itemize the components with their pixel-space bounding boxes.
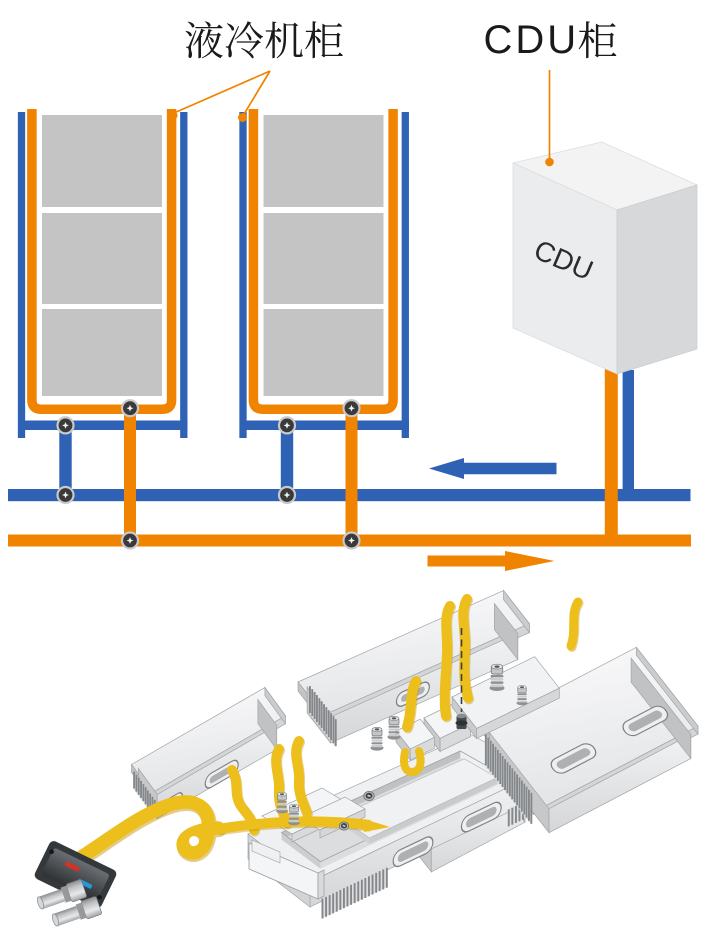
quick-connector: [34, 841, 117, 927]
pipe-valve: [56, 416, 75, 435]
dashed-leader: [455, 628, 468, 729]
pipe-valve: [277, 416, 297, 435]
server-module-right: [483, 646, 699, 834]
hex-screw: [363, 791, 375, 801]
captive-screw: [288, 804, 300, 826]
liquid-cooling-cabinet: [17, 109, 188, 438]
server-module-left: [130, 686, 286, 820]
captive-screw: [276, 792, 288, 814]
mount-platform: [451, 656, 560, 740]
label-cdu-cabinet-cjk-glyphs: [578, 21, 617, 59]
liquid-cooling-cabinet: [239, 109, 409, 438]
captive-screw: [387, 715, 401, 740]
server-shelf: [263, 213, 384, 304]
captive-screw: [489, 663, 505, 691]
cabinet-supply-pipe: [248, 109, 398, 414]
cdu-box: [511, 141, 698, 375]
server-shelf: [42, 309, 162, 396]
server-shelf: [42, 115, 162, 207]
riser-plate: [248, 839, 325, 900]
label-liquid-cooling-cabinet-glyphs: [185, 21, 343, 59]
pipe-valve: [56, 485, 75, 505]
captive-screw: [370, 726, 384, 751]
server-shelf: [42, 213, 162, 304]
leader-lines: [173, 70, 551, 158]
supply-flow-arrow: [427, 551, 555, 571]
pipe-valve: [342, 531, 361, 550]
pipe-valve: [120, 531, 140, 550]
server-shelf: [263, 115, 384, 207]
hex-screw: [338, 821, 350, 831]
pipe-valve: [342, 399, 361, 418]
cabinet-return-pipe: [239, 112, 409, 438]
captive-screw: [516, 685, 528, 706]
cooling-hoses: [63, 594, 584, 874]
hot-mark: [64, 861, 80, 872]
pipe-valve: [277, 485, 297, 505]
label-cdu-cabinet-latin: CDU: [484, 18, 580, 62]
bottom-illustration: [34, 589, 699, 927]
server-shelf: [263, 309, 384, 396]
cabinet-return-pipe: [17, 112, 188, 438]
server-module-upper: [297, 589, 530, 747]
return-flow-arrow: [429, 458, 557, 479]
cabinet-supply-pipe: [27, 109, 177, 414]
pipe-valve: [120, 399, 140, 418]
top-schematic: [8, 70, 698, 571]
